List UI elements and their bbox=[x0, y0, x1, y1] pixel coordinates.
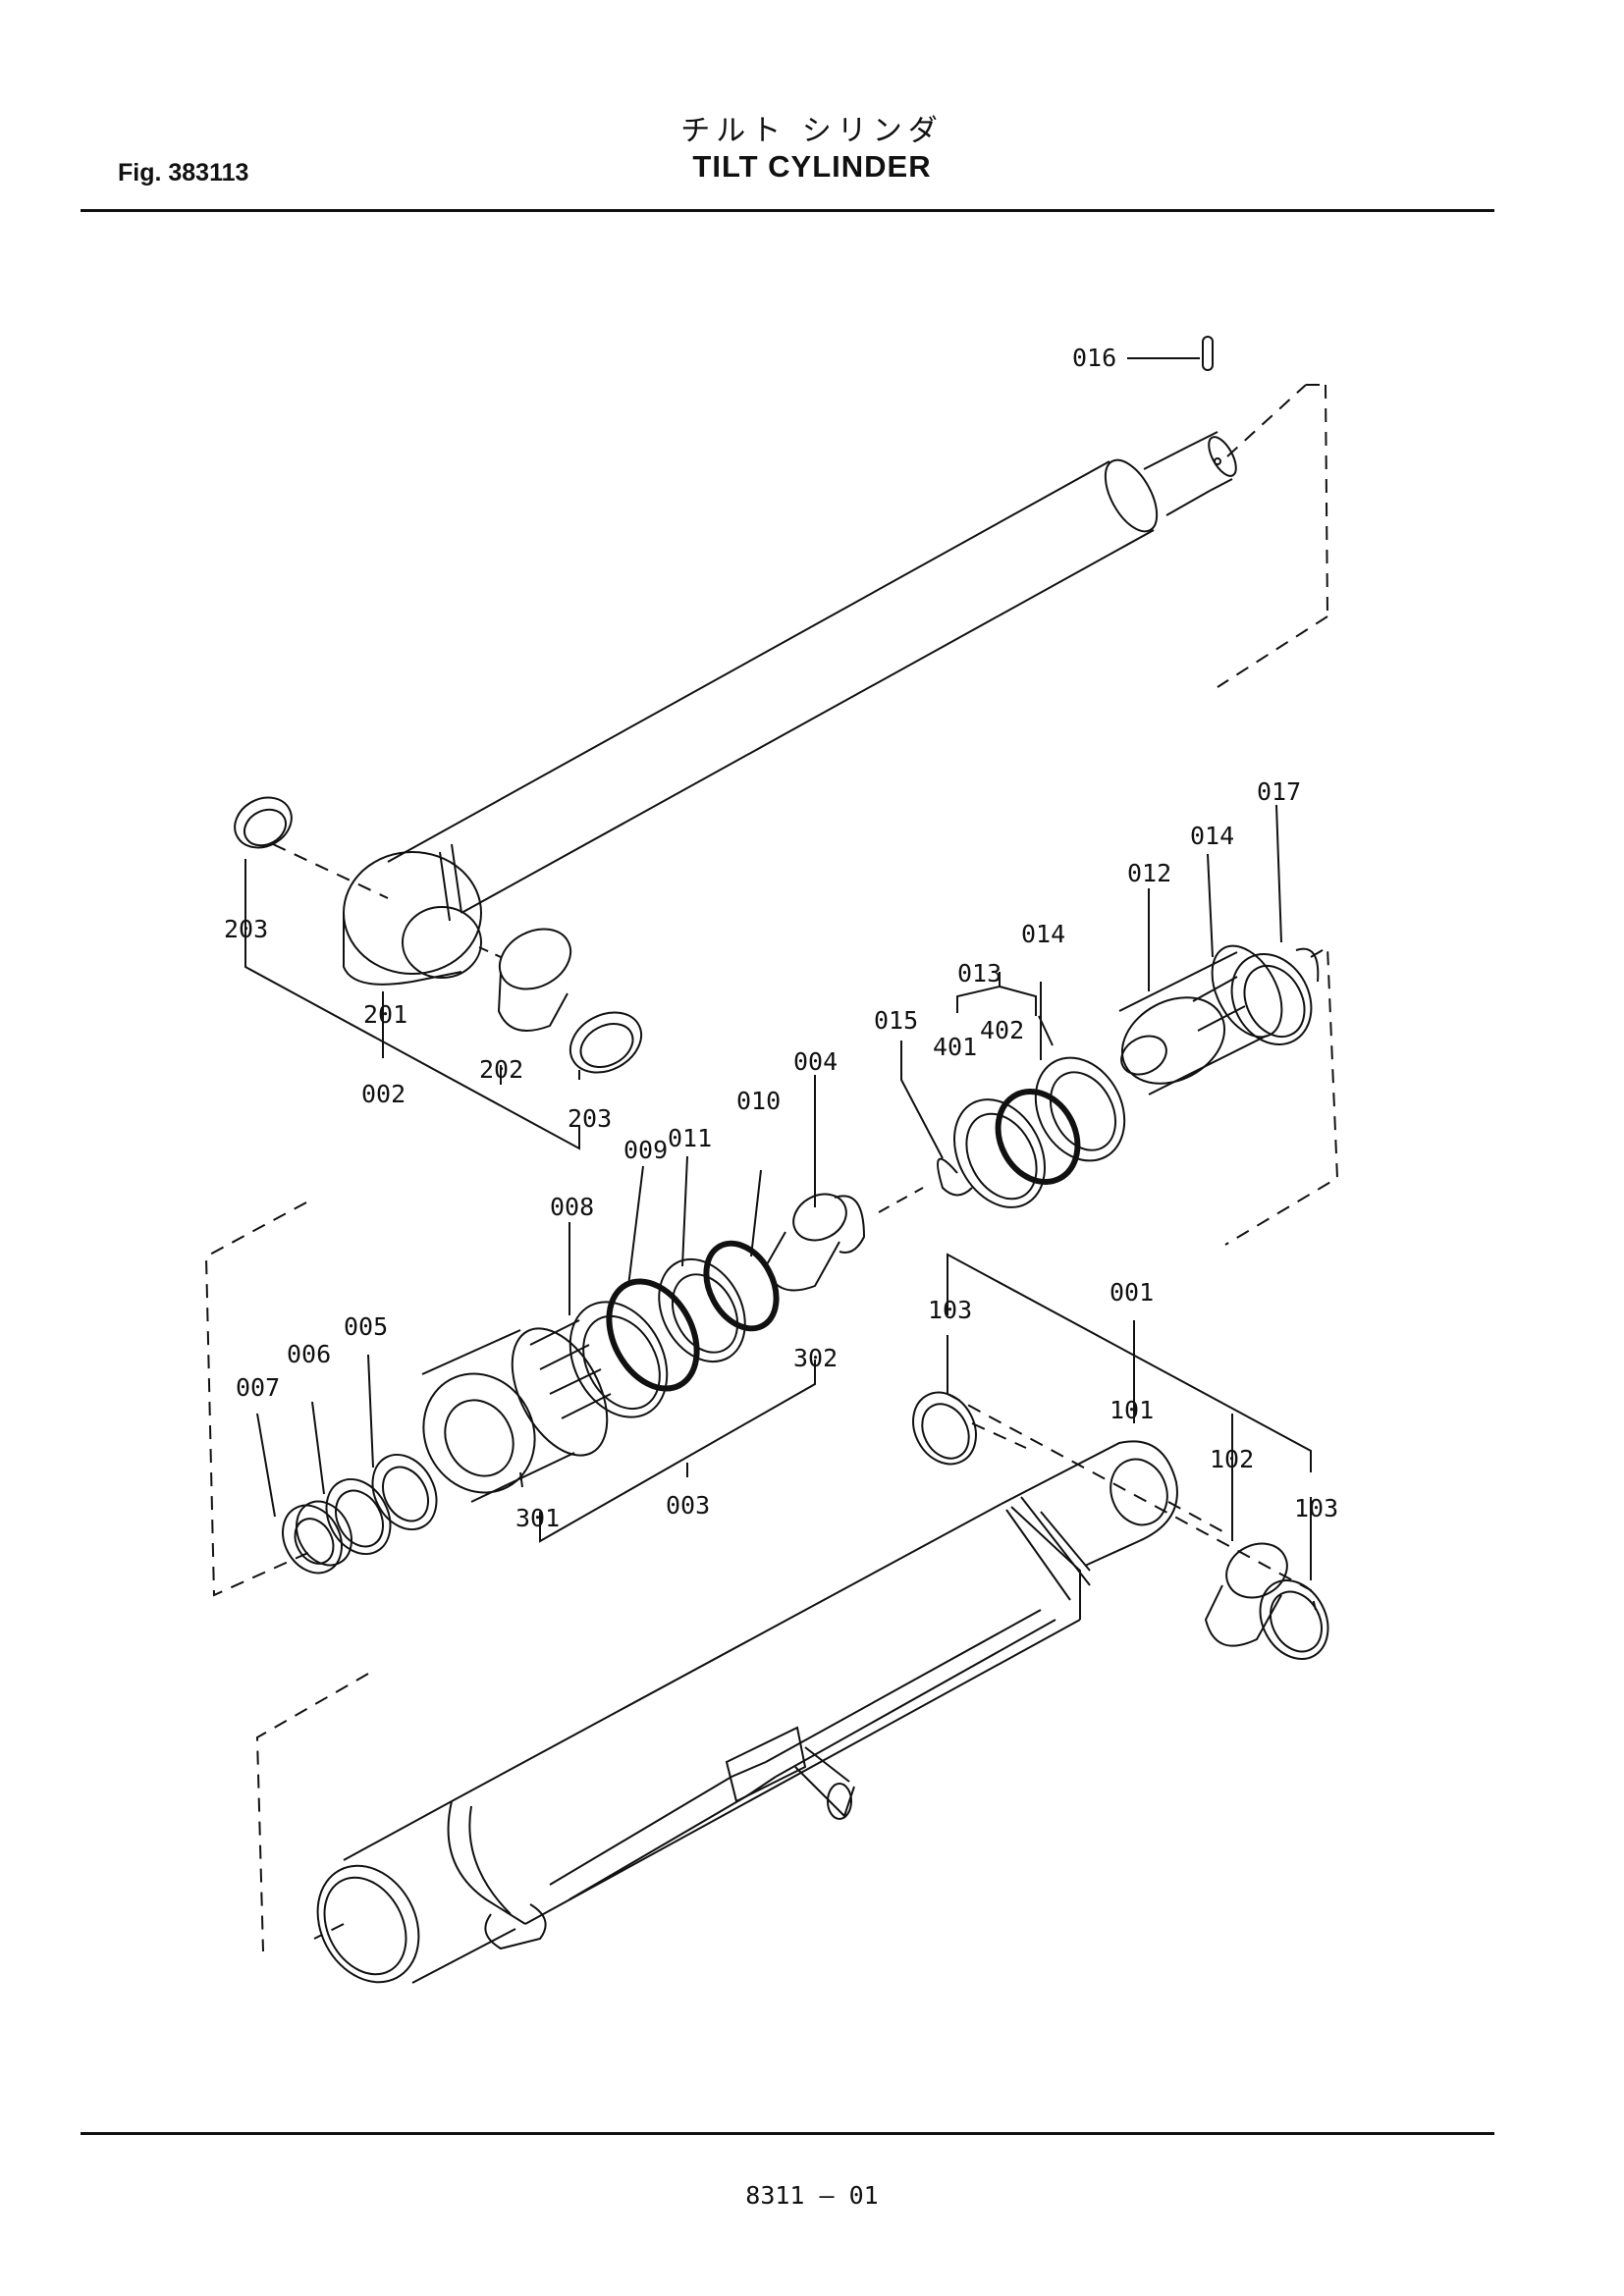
callout-017: 017 bbox=[1257, 777, 1301, 806]
callout-003: 003 bbox=[666, 1491, 710, 1520]
ring-011 bbox=[658, 1257, 746, 1363]
bracket-002 bbox=[244, 859, 580, 1150]
callout-101: 101 bbox=[1110, 1396, 1154, 1424]
callout-010: 010 bbox=[736, 1087, 781, 1115]
callout-009: 009 bbox=[623, 1136, 668, 1164]
leader-005 bbox=[367, 1354, 374, 1468]
leader-009 bbox=[627, 1165, 644, 1287]
snap-ring-004 bbox=[834, 1195, 866, 1254]
callout-labels: 016 017 014 012 014 013 402 401 015 004 … bbox=[224, 344, 1338, 1532]
pin-016 bbox=[1202, 336, 1214, 371]
leader-010 bbox=[750, 1169, 762, 1257]
bracket-003 bbox=[539, 1360, 816, 1543]
callout-005: 005 bbox=[344, 1312, 388, 1341]
callout-203-b: 203 bbox=[568, 1104, 612, 1133]
seal-103-left bbox=[912, 1391, 977, 1466]
seal-402 bbox=[995, 1089, 1081, 1185]
callout-102: 102 bbox=[1210, 1445, 1254, 1473]
guide-lines-gland bbox=[204, 1201, 313, 1597]
title-japanese: チルト シリンダ bbox=[680, 114, 944, 148]
leader-017 bbox=[1275, 804, 1282, 943]
seal-010 bbox=[703, 1240, 780, 1332]
callout-007: 007 bbox=[236, 1373, 280, 1402]
seal-103-right bbox=[1259, 1578, 1329, 1661]
callout-103-b: 103 bbox=[1294, 1494, 1338, 1522]
seal-203-right bbox=[568, 1011, 643, 1074]
seal-005 bbox=[371, 1453, 438, 1531]
callout-008: 008 bbox=[550, 1193, 594, 1221]
callout-401: 401 bbox=[933, 1033, 977, 1061]
callout-402: 402 bbox=[980, 1016, 1024, 1044]
guide-lines-rod bbox=[272, 384, 1328, 899]
bracket-013 bbox=[956, 972, 1037, 1016]
callout-004: 004 bbox=[793, 1047, 838, 1076]
leader-007 bbox=[256, 1413, 276, 1518]
bushing-102 bbox=[1204, 1542, 1288, 1647]
callout-203-a: 203 bbox=[224, 915, 268, 943]
gland-301 bbox=[421, 1319, 612, 1503]
callout-014-b: 014 bbox=[1190, 822, 1234, 850]
callout-002: 002 bbox=[361, 1080, 406, 1108]
bushing-302 bbox=[764, 1193, 847, 1292]
snap-ring-017 bbox=[1295, 947, 1320, 983]
callout-012: 012 bbox=[1127, 859, 1171, 887]
callout-015: 015 bbox=[874, 1006, 918, 1035]
guide-lines-piston bbox=[1224, 945, 1339, 1246]
header-rule bbox=[81, 209, 1494, 212]
ring-014-right bbox=[1230, 953, 1313, 1045]
footer-rule bbox=[81, 2132, 1494, 2135]
ring-006 bbox=[325, 1477, 392, 1556]
callout-014-a: 014 bbox=[1021, 920, 1065, 948]
piston-assembly bbox=[1118, 944, 1283, 1095]
leader-006 bbox=[311, 1401, 325, 1495]
callout-011: 011 bbox=[668, 1124, 712, 1152]
callout-006: 006 bbox=[287, 1340, 331, 1368]
seal-009 bbox=[606, 1278, 700, 1392]
page-code: 8311 – 01 bbox=[745, 2181, 879, 2210]
callout-202: 202 bbox=[479, 1055, 523, 1084]
piston-rod bbox=[343, 431, 1237, 986]
figure-number: Fig. 383113 bbox=[118, 159, 249, 187]
cylinder-tube bbox=[316, 1440, 1178, 1984]
callout-001: 001 bbox=[1110, 1278, 1154, 1307]
callout-302: 302 bbox=[793, 1344, 838, 1372]
ring-014-left bbox=[1034, 1056, 1126, 1162]
callout-016: 016 bbox=[1072, 344, 1116, 372]
callout-201: 201 bbox=[363, 1000, 407, 1029]
callout-103-a: 103 bbox=[928, 1296, 972, 1324]
leader-011 bbox=[681, 1155, 688, 1267]
snap-ring-015 bbox=[937, 1157, 973, 1197]
ring-008 bbox=[568, 1301, 669, 1418]
seal-203-left bbox=[234, 796, 293, 849]
callout-301: 301 bbox=[515, 1504, 560, 1532]
wiper-007 bbox=[282, 1500, 352, 1575]
bushing-202 bbox=[497, 928, 572, 1032]
ring-401 bbox=[952, 1098, 1047, 1208]
page-title: TILT CYLINDER bbox=[692, 149, 932, 184]
callout-013: 013 bbox=[957, 959, 1001, 988]
bracket-001 bbox=[947, 1253, 1312, 1472]
leader-014b bbox=[1207, 853, 1214, 958]
leader-015 bbox=[900, 1041, 944, 1159]
guide-lines-tube bbox=[255, 1393, 1317, 1952]
